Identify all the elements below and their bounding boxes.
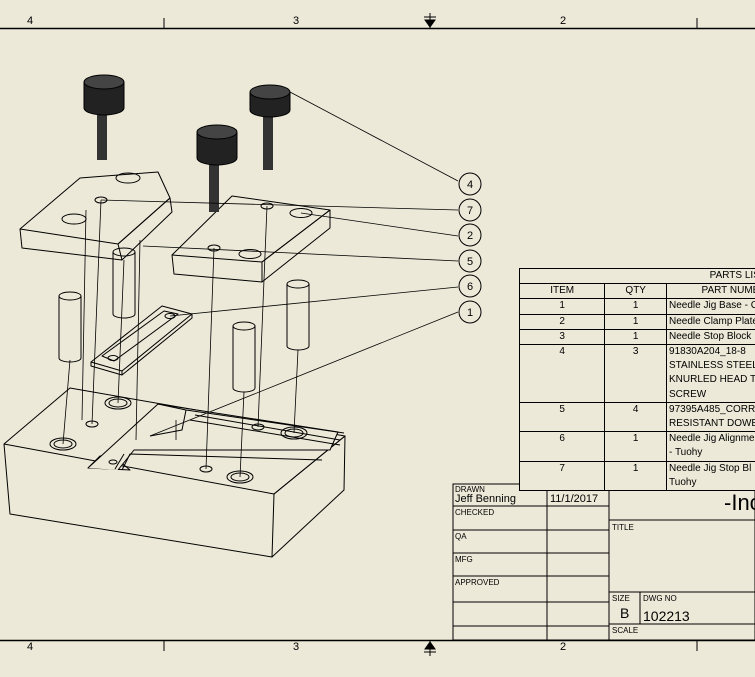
part-cell: Needle Clamp Plate: [666, 313, 755, 330]
part-line: - Tuohy: [669, 447, 703, 459]
balloon-label: 2: [467, 230, 473, 242]
item-cell: 7: [518, 460, 606, 492]
qty-cell: 1: [604, 313, 668, 330]
needle-jig-stop-block: [19, 171, 173, 261]
col-header-part-number: PART NUMBE: [666, 283, 755, 300]
part-cell: Needle Jig Base - C: [666, 298, 755, 315]
balloon-1: [458, 300, 482, 324]
table-row: 4 3 91830A204_18-8 STAINLESS STEEL KNURL…: [518, 344, 755, 403]
thumb-screw-right: [249, 84, 291, 170]
thumb-screw-left: [83, 74, 125, 160]
company-name: -Inc: [724, 490, 755, 515]
checked-label: CHECKED: [455, 508, 495, 517]
size-label: SIZE: [612, 594, 630, 603]
balloon-label: 4: [467, 179, 473, 191]
zone-label-bottom: 3: [293, 641, 300, 653]
item-cell: 4: [518, 344, 606, 403]
title-label: TITLE: [612, 523, 634, 532]
qa-label: QA: [455, 532, 467, 541]
part-cell: 97395A485_CORRO RESISTANT DOWE: [666, 401, 755, 433]
balloon-label: 1: [467, 307, 473, 319]
part-line: Needle Jig Stop Bl: [669, 462, 752, 474]
scale-label: SCALE: [612, 626, 639, 635]
col-header-qty: QTY: [604, 283, 668, 300]
table-row: 7 1 Needle Jig Stop Bl Tuohy: [518, 460, 755, 492]
qty-cell: 1: [604, 298, 668, 315]
part-line: RESISTANT DOWE: [669, 418, 755, 430]
needle-jig-alignment-bar: [90, 305, 193, 376]
zone-label-bottom: 2: [560, 641, 567, 653]
approved-label: APPROVED: [455, 578, 500, 587]
parts-list-table: PARTS LIST ITEM QTY PART NUMBE 1 1 Needl…: [518, 267, 755, 492]
item-cell: 2: [518, 313, 606, 330]
item-cell: 5: [518, 401, 606, 433]
assembly-path-lines: [62, 199, 299, 478]
item-cell: 1: [518, 298, 606, 315]
qty-cell: 3: [604, 344, 668, 403]
qty-cell: 1: [604, 431, 668, 462]
qty-cell: 4: [604, 401, 668, 433]
table-row: 1 1 Needle Jig Base - C: [518, 298, 755, 315]
qty-cell: 1: [604, 460, 668, 492]
thumb-screw-middle: [196, 124, 238, 212]
part-line: Needle Jig Alignme: [669, 433, 755, 445]
part-cell: Needle Stop Block: [666, 328, 755, 346]
item-cell: 6: [518, 431, 606, 462]
dowel-pins: [58, 247, 310, 393]
part-line: STAINLESS STEEL: [669, 360, 755, 372]
dwg-no-label: DWG NO: [643, 594, 677, 603]
balloon-2: [458, 223, 482, 247]
balloon-label: 6: [467, 281, 473, 293]
part-line: SCREW: [669, 388, 707, 400]
table-row: 5 4 97395A485_CORRO RESISTANT DOWE: [518, 401, 755, 433]
drawn-label: DRAWN: [455, 485, 485, 494]
drawn-by: Jeff Benning: [455, 493, 516, 505]
table-row: 3 1 Needle Stop Block: [518, 328, 755, 346]
balloon-6: [458, 274, 482, 298]
part-line: KNURLED HEAD TH: [669, 374, 755, 386]
qty-cell: 1: [604, 328, 668, 346]
needle-clamp-plate: [171, 195, 331, 283]
col-header-item: ITEM: [518, 283, 606, 300]
part-cell: Needle Jig Alignme - Tuohy: [666, 431, 755, 462]
balloon-label: 7: [467, 205, 473, 217]
part-cell: 91830A204_18-8 STAINLESS STEEL KNURLED H…: [666, 344, 755, 403]
drawn-date: 11/1/2017: [550, 493, 599, 505]
part-cell: Needle Jig Stop Bl Tuohy: [666, 460, 755, 492]
title-block-grid: [452, 483, 755, 641]
assembly-view: [3, 74, 459, 558]
part-line: 91830A204_18-8: [669, 346, 746, 358]
balloon-label: 5: [467, 256, 473, 268]
leader-lines: [100, 91, 459, 437]
mfg-label: MFG: [455, 555, 473, 564]
item-cell: 3: [518, 328, 606, 346]
balloon-5: [458, 249, 482, 273]
part-line: 97395A485_CORRO: [669, 403, 755, 415]
zone-label-top: 3: [293, 15, 300, 27]
table-row: 6 1 Needle Jig Alignme - Tuohy: [518, 431, 755, 462]
part-line: Tuohy: [669, 476, 697, 488]
zone-label-top: 4: [27, 15, 34, 27]
balloon-4: [458, 172, 482, 196]
centering-mark-top: [424, 13, 436, 28]
sheet-size: B: [620, 605, 630, 621]
item-balloons: [458, 172, 482, 324]
needle-jig-base: [3, 387, 346, 558]
balloon-7: [458, 198, 482, 222]
drawing-number: 102213: [643, 608, 690, 624]
zone-label-top: 2: [560, 15, 567, 27]
centering-mark-bottom: [424, 641, 436, 656]
table-row: 2 1 Needle Clamp Plate: [518, 313, 755, 330]
zone-label-bottom: 4: [27, 641, 34, 653]
parts-list-title: PARTS LIST: [519, 267, 755, 285]
